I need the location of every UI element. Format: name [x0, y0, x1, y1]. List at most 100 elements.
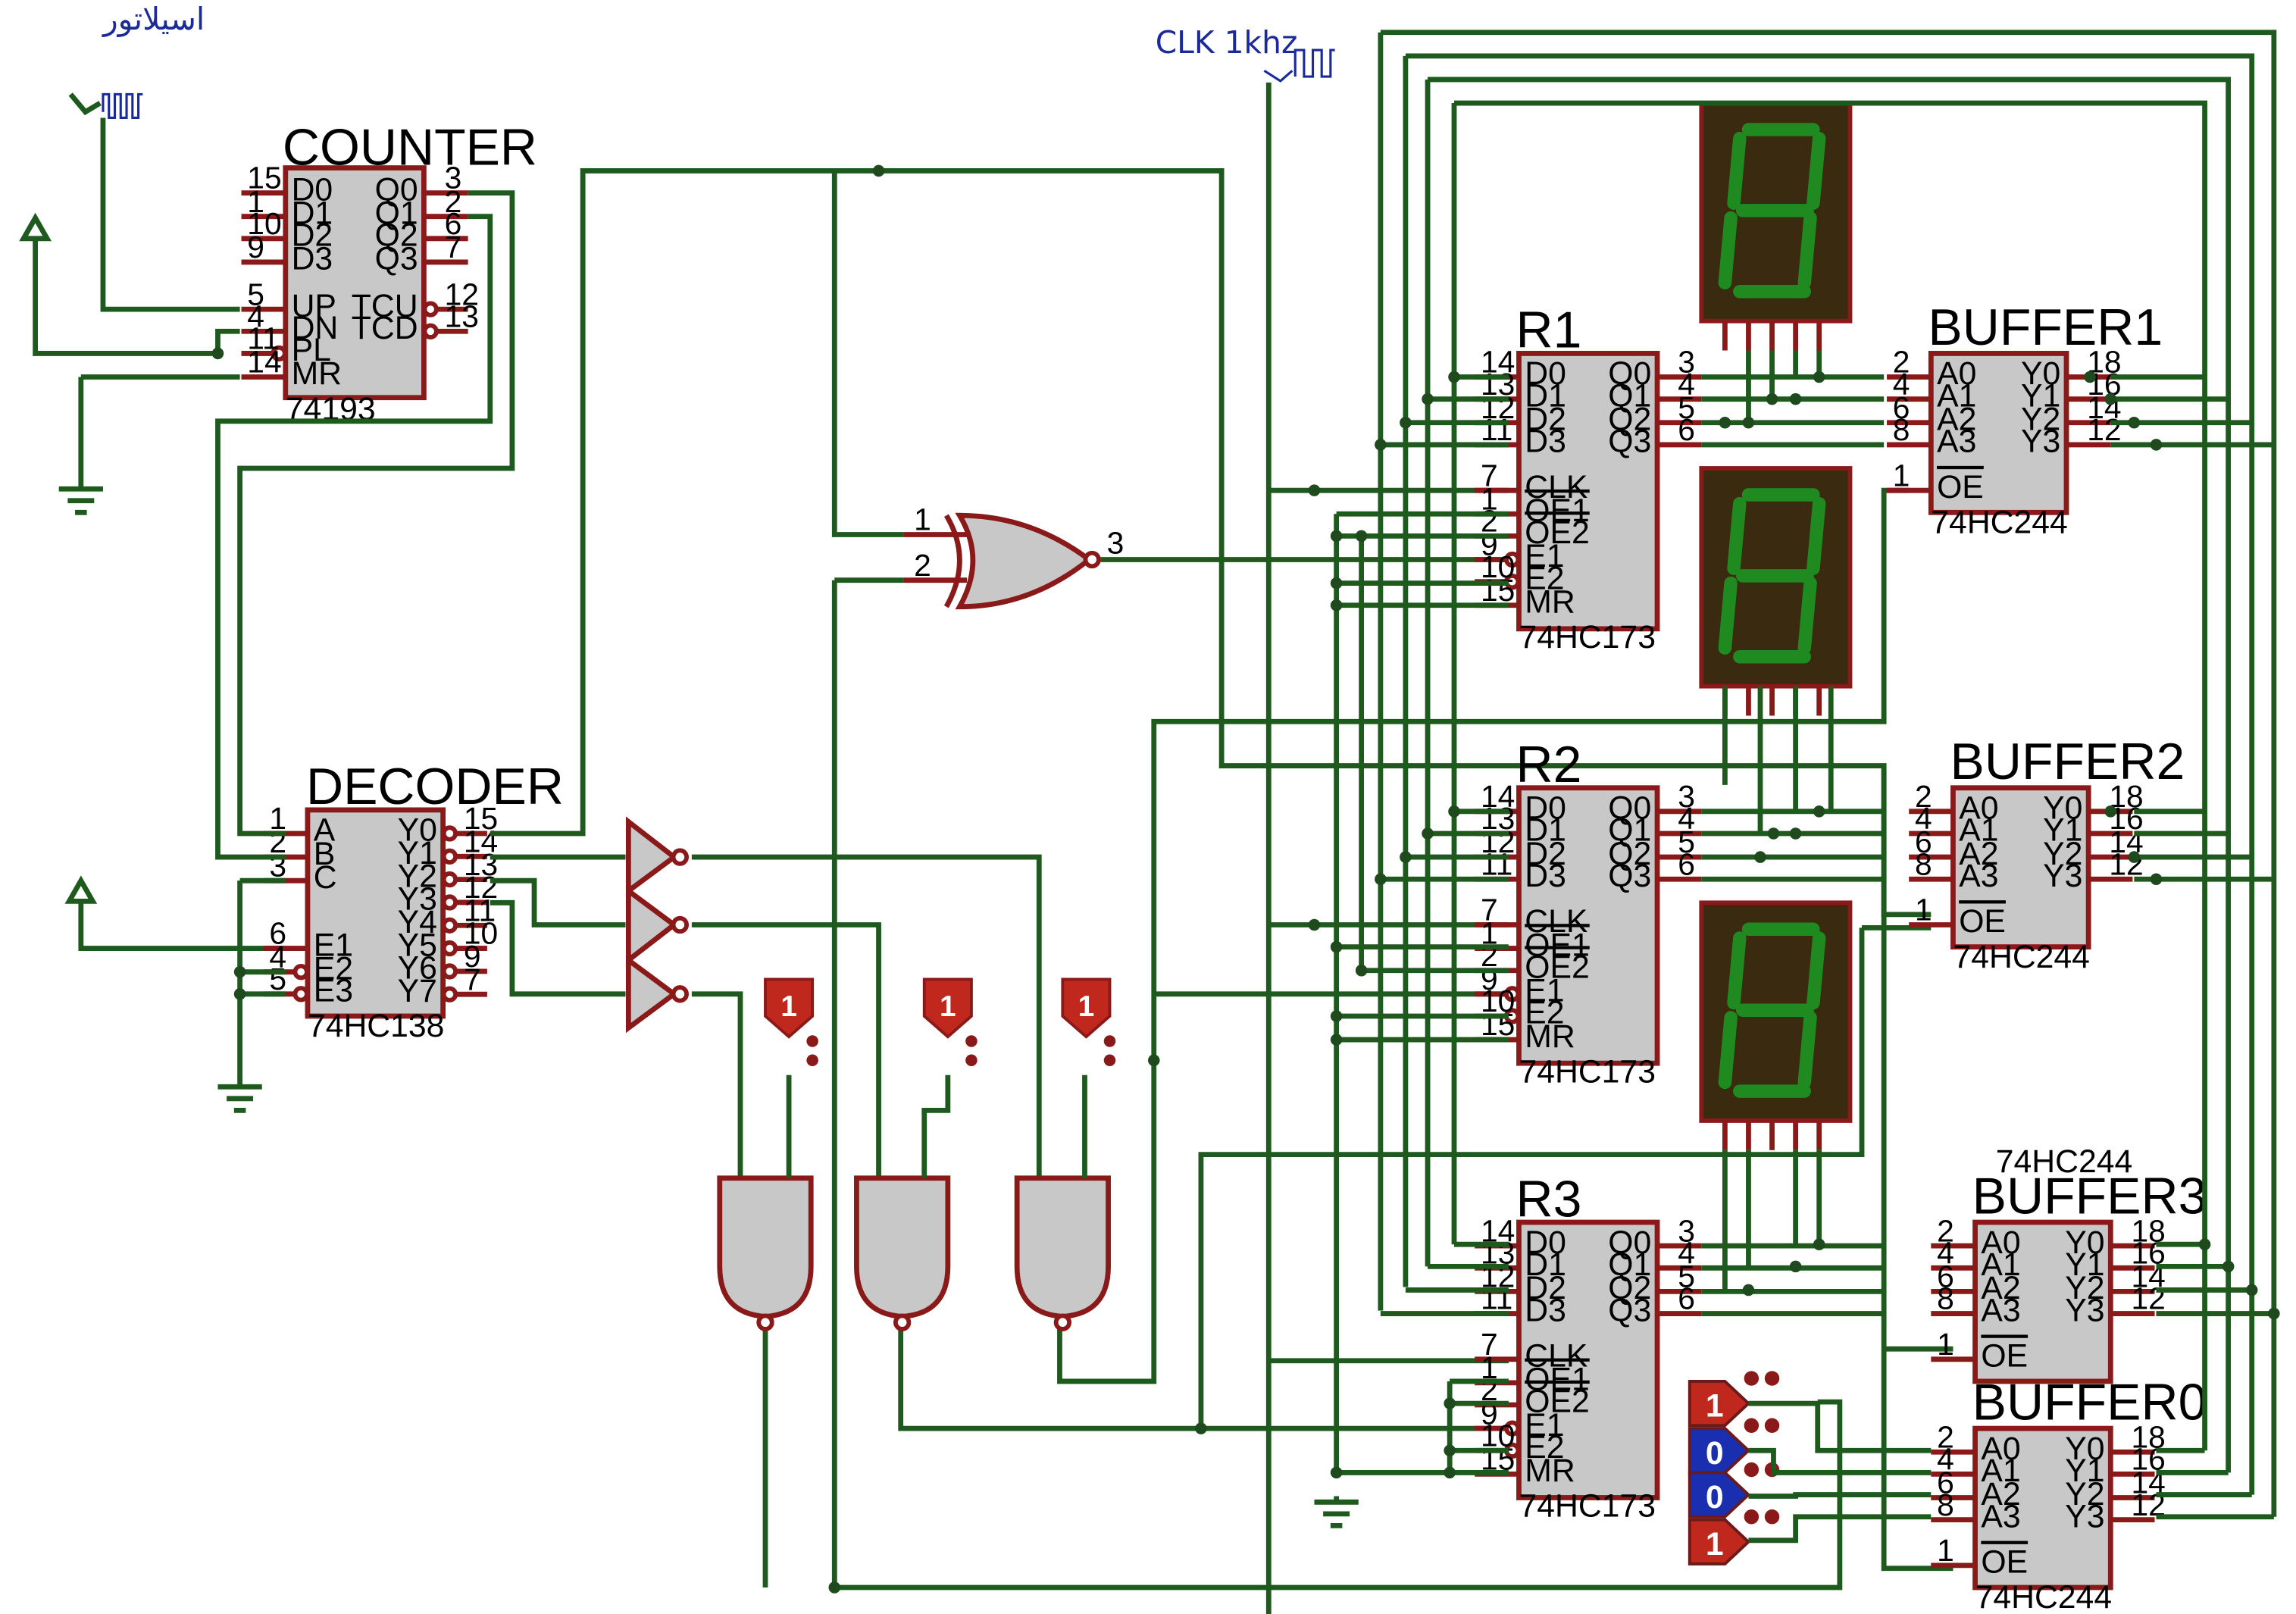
- seven-segment-display: [1699, 900, 1853, 1150]
- buffer-pin-num: 6: [1937, 1259, 1954, 1294]
- logic-probe: 1: [764, 977, 818, 1067]
- logic-state-0[interactable]: 1: [1688, 1371, 1780, 1428]
- register-pin-name: OE1: [1525, 1362, 1589, 1398]
- counter-pin-num: 2: [445, 184, 462, 219]
- register-pin-num: 13: [1481, 801, 1515, 836]
- probe-value: 1: [780, 990, 797, 1023]
- register-pin-name: E2: [1525, 1429, 1564, 1465]
- counter-pin-q3: 7Q3: [375, 230, 468, 277]
- decoder-pin-num: 11: [464, 893, 496, 927]
- register-pin-name: OE2: [1525, 515, 1589, 551]
- junction-dot: [2150, 439, 2163, 451]
- clock-source: CLK 1khz: [1156, 24, 1335, 1614]
- buffer-pin-name: Y3: [2065, 1292, 2104, 1328]
- junction-dot: [828, 1581, 841, 1594]
- state-value: 1: [1706, 1526, 1724, 1562]
- inverter-gates: [625, 816, 689, 1034]
- buffer-pin-name: A3: [1959, 858, 1998, 894]
- register-pin-name: Q0: [1608, 355, 1651, 392]
- junction-dot: [1375, 439, 1387, 451]
- register-pin-name: Q2: [1608, 1270, 1651, 1306]
- display-segment: [1806, 131, 1826, 210]
- buffer-pin-name: A0: [1981, 1225, 2020, 1261]
- counter-pin-num: 10: [247, 206, 281, 241]
- decoder-pin-name: Y0: [398, 812, 437, 849]
- counter-pin-num: 1: [247, 184, 264, 219]
- decoder-pin-num: 10: [464, 916, 498, 951]
- junction-dot: [1754, 851, 1766, 863]
- ground-symbol: [58, 377, 1359, 1528]
- counter-pin-name: PL: [292, 332, 331, 368]
- decoder-pin-num: 6: [269, 916, 286, 951]
- register-pin-name: CLK: [1525, 903, 1588, 940]
- buffer-pin-num: 4: [1937, 1235, 1954, 1270]
- counter-pin-num: 12: [445, 277, 479, 311]
- buffer-pin-num: 12: [2131, 1281, 2165, 1316]
- decoder-pin-name: Y6: [398, 950, 437, 987]
- oscillator-label: اسیلاتور: [102, 1, 205, 37]
- counter-pin-name: D3: [292, 241, 333, 277]
- register-pin-num: 4: [1678, 801, 1695, 836]
- buffer-pin-num: 8: [1893, 412, 1910, 447]
- register-pin-name: OE2: [1525, 949, 1589, 985]
- buffer-pin-name: Y3: [2021, 424, 2060, 460]
- junction-dot: [1422, 827, 1434, 840]
- nand-gates: [717, 1074, 1111, 1331]
- counter-pin-name: D1: [292, 195, 333, 231]
- logic-probes: 1 1 1: [764, 977, 1116, 1067]
- junction-dot: [2198, 1238, 2211, 1250]
- buffer-pin-name: Y1: [2021, 377, 2060, 414]
- register-pin-num: 3: [1678, 1213, 1695, 1248]
- display-segment: [1797, 1011, 1817, 1090]
- xor-gate: 1 2 3: [903, 502, 1124, 610]
- decoder-pin-y7: 7Y7: [398, 962, 487, 1009]
- counter-pin-num: 4: [247, 299, 264, 333]
- register-pin-name: MR: [1525, 1018, 1575, 1055]
- logic-state-2[interactable]: 0: [1688, 1462, 1780, 1519]
- register-pin-num: 14: [1481, 345, 1515, 380]
- register-pin-name: Q2: [1608, 401, 1651, 437]
- logic-state-1[interactable]: 0: [1688, 1418, 1780, 1475]
- register-pin-num: 14: [1481, 779, 1515, 814]
- probe-value: 1: [940, 990, 956, 1023]
- buffer-pin-num: 1: [1937, 1533, 1954, 1568]
- logic-state-3[interactable]: 1: [1688, 1509, 1780, 1566]
- counter-pin-num: 13: [445, 299, 479, 333]
- register-pin-name: D2: [1525, 836, 1566, 872]
- buffer-pin-name: A2: [1981, 1476, 2020, 1512]
- display-segment: [1718, 576, 1738, 655]
- decoder-pin-name: E2: [314, 950, 353, 987]
- register-pin-num: 10: [1481, 549, 1515, 584]
- register-pin-num: 7: [1481, 458, 1498, 493]
- counter-pin-name: Q1: [375, 195, 418, 231]
- junction-dot: [1330, 577, 1343, 590]
- register-pin-name: D2: [1525, 1270, 1566, 1306]
- register-pin-name: D1: [1525, 377, 1566, 414]
- junction-dot: [872, 164, 885, 177]
- register-title: R1: [1516, 302, 1582, 359]
- register-pin-q0: 3Q0: [1608, 345, 1702, 392]
- logic-probe: 1: [1061, 977, 1116, 1067]
- register-pin-name: MR: [1525, 1453, 1575, 1489]
- register-pin-name: Q1: [1608, 1246, 1651, 1283]
- register-title: R2: [1516, 736, 1582, 793]
- xor-pin-in1: 1: [914, 502, 931, 537]
- junction-dot: [2245, 1284, 2258, 1297]
- junction-dot: [233, 988, 246, 1000]
- junction-dot: [1400, 416, 1412, 429]
- register-pin-num: 13: [1481, 367, 1515, 402]
